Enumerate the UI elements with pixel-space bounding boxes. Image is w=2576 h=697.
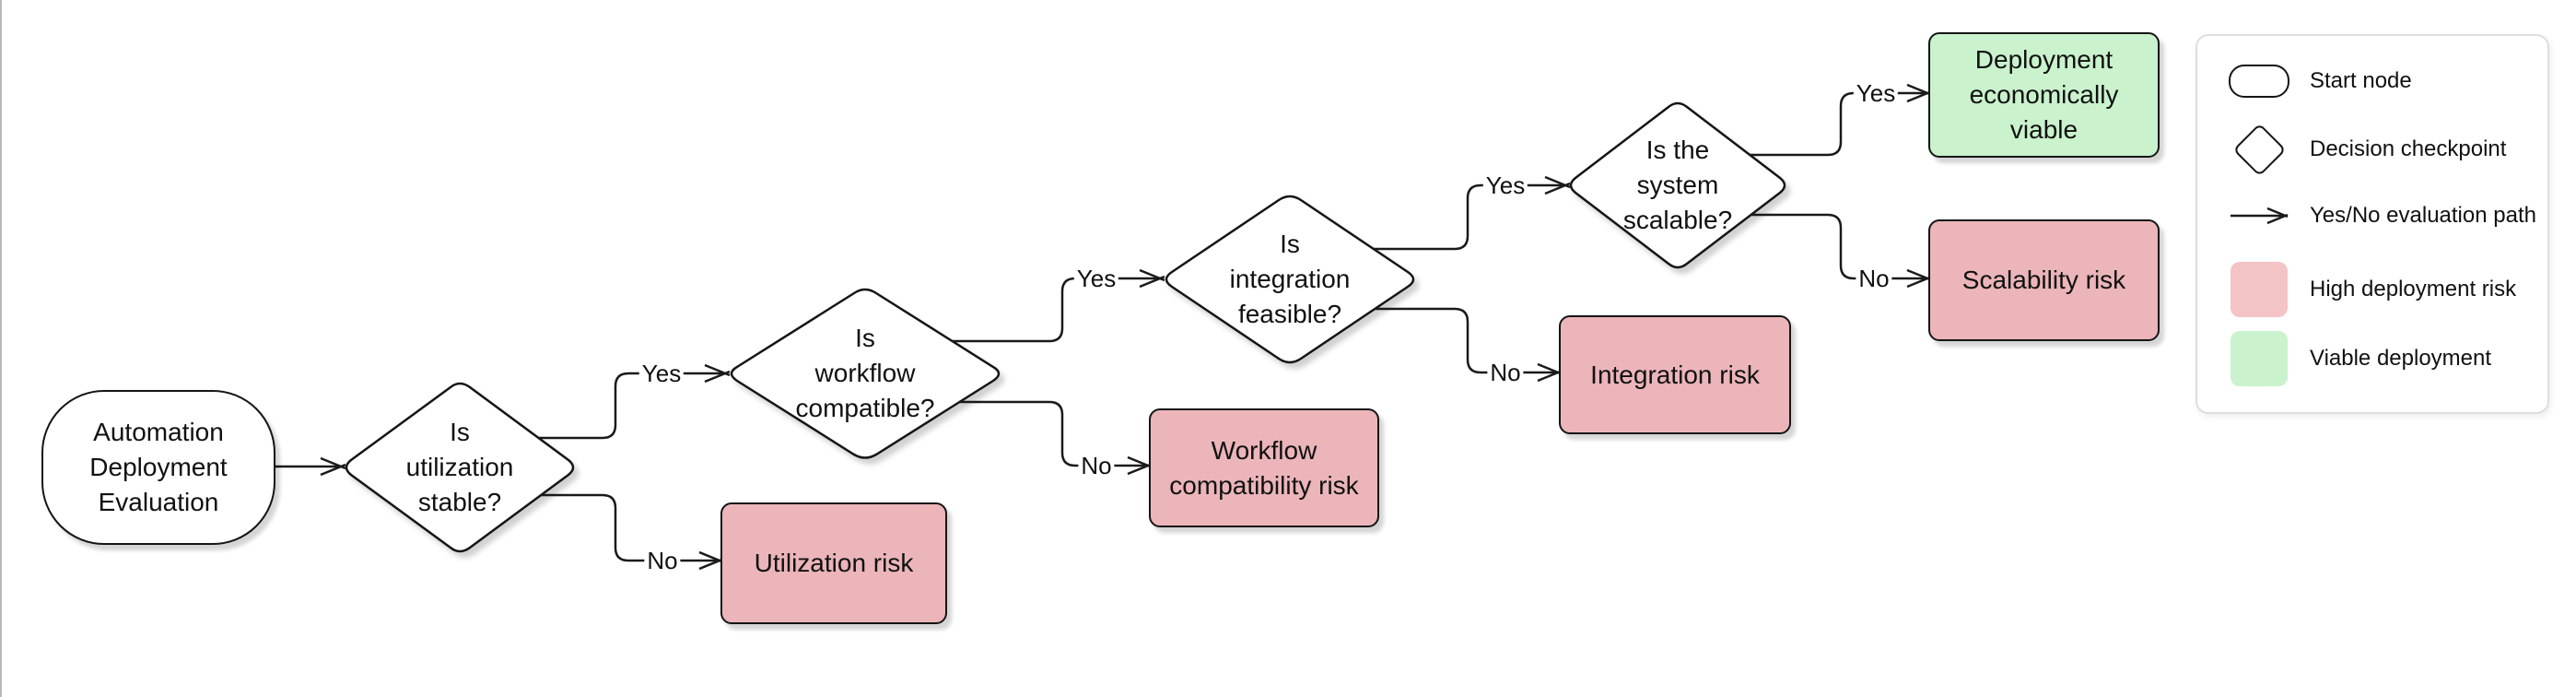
legend-item-evaluation-path: Yes/No evaluation path xyxy=(2228,187,2536,244)
arrowhead-scalability-yes xyxy=(1906,83,1933,103)
edge-scalability-yes xyxy=(1750,91,1928,157)
arrowhead-utilization-no xyxy=(698,550,725,571)
node-decision-integration-label: Is integration feasible? xyxy=(1229,230,1351,328)
edge-label-integration-yes: Yes xyxy=(1482,171,1528,199)
arrowhead-integration-no xyxy=(1537,362,1563,383)
legend-item-label: High deployment risk xyxy=(2310,277,2517,301)
legend-item-label: Start node xyxy=(2310,68,2412,93)
edge-workflow-no xyxy=(959,400,1149,467)
node-risk-workflow-label: Workflow compatibility risk xyxy=(1169,435,1359,500)
node-viable-deployment-label: Deployment economically viable xyxy=(1969,45,2119,144)
legend-item-label: Decision checkpoint xyxy=(2310,136,2507,161)
decision-integration-diamond xyxy=(1165,195,1415,364)
node-decision-scalability-label: Is the system scalable? xyxy=(1622,136,1733,234)
arrowhead-workflow-yes xyxy=(1139,268,1165,289)
arrowhead-utilization-yes xyxy=(704,363,731,384)
node-start: Automation Deployment Evaluation xyxy=(41,390,275,545)
node-risk-utilization-label: Utilization risk xyxy=(754,549,914,577)
node-viable-deployment: Deployment economically viable xyxy=(1928,32,2160,158)
node-risk-scalability-label: Scalability risk xyxy=(1961,266,2126,294)
node-risk-integration-label: Integration risk xyxy=(1590,360,1760,389)
edge-label-workflow-yes: Yes xyxy=(1073,265,1119,292)
evaluation-arrow-icon xyxy=(2228,205,2290,227)
node-decision-workflow-label: Is workflow compatible? xyxy=(795,324,935,422)
edge-label-utilization-no: No xyxy=(644,547,681,574)
decision-utilization-diamond xyxy=(345,382,575,553)
decision-scalability-diamond xyxy=(1569,101,1786,269)
legend-item-label: Yes/No evaluation path xyxy=(2310,203,2536,228)
node-decision-utilization-label: Is utilization stable? xyxy=(405,418,514,516)
arrowhead-start-to-utilization xyxy=(320,456,346,477)
edge-label-scalability-no: No xyxy=(1856,265,1892,292)
edge-workflow-yes xyxy=(953,277,1161,343)
edge-label-integration-no: No xyxy=(1487,359,1524,386)
legend-item-viable: Viable deployment xyxy=(2228,330,2491,387)
node-risk-integration: Integration risk xyxy=(1559,315,1791,434)
viable-swatch-icon xyxy=(2228,331,2290,386)
edge-label-scalability-yes: Yes xyxy=(1853,79,1899,107)
legend-item-label: Viable deployment xyxy=(2310,346,2492,371)
edge-integration-yes xyxy=(1374,183,1566,251)
legend-item-high-risk: High deployment risk xyxy=(2228,261,2516,318)
legend-item-decision-checkpoint: Decision checkpoint xyxy=(2228,121,2506,178)
high-risk-swatch-icon xyxy=(2228,262,2290,317)
edge-label-workflow-no: No xyxy=(1078,452,1115,479)
arrow-glyph xyxy=(2231,207,2289,225)
edge-label-utilization-yes: Yes xyxy=(638,360,685,387)
start-node-shape-icon xyxy=(2228,65,2290,98)
arrowhead-integration-yes xyxy=(1544,175,1571,195)
edge-scalability-no xyxy=(1751,213,1928,280)
arrowhead-scalability-no xyxy=(1906,268,1933,289)
edge-utilization-yes xyxy=(539,372,726,440)
legend: Start node Decision checkpoint Yes/No ev… xyxy=(2195,34,2549,414)
legend-item-start-node: Start node xyxy=(2228,53,2412,110)
node-start-label: Automation Deployment Evaluation xyxy=(89,418,228,516)
decision-diamond-shape-icon xyxy=(2228,123,2290,176)
arrowhead-workflow-no xyxy=(1127,455,1153,476)
node-risk-utilization: Utilization risk xyxy=(720,502,947,624)
edge-integration-no xyxy=(1375,307,1559,374)
edge-utilization-no xyxy=(541,493,720,562)
decision-workflow-diamond xyxy=(730,288,1001,459)
canvas-left-edge-line xyxy=(0,0,2,697)
node-risk-scalability: Scalability risk xyxy=(1928,219,2160,341)
node-risk-workflow: Workflow compatibility risk xyxy=(1149,408,1379,527)
